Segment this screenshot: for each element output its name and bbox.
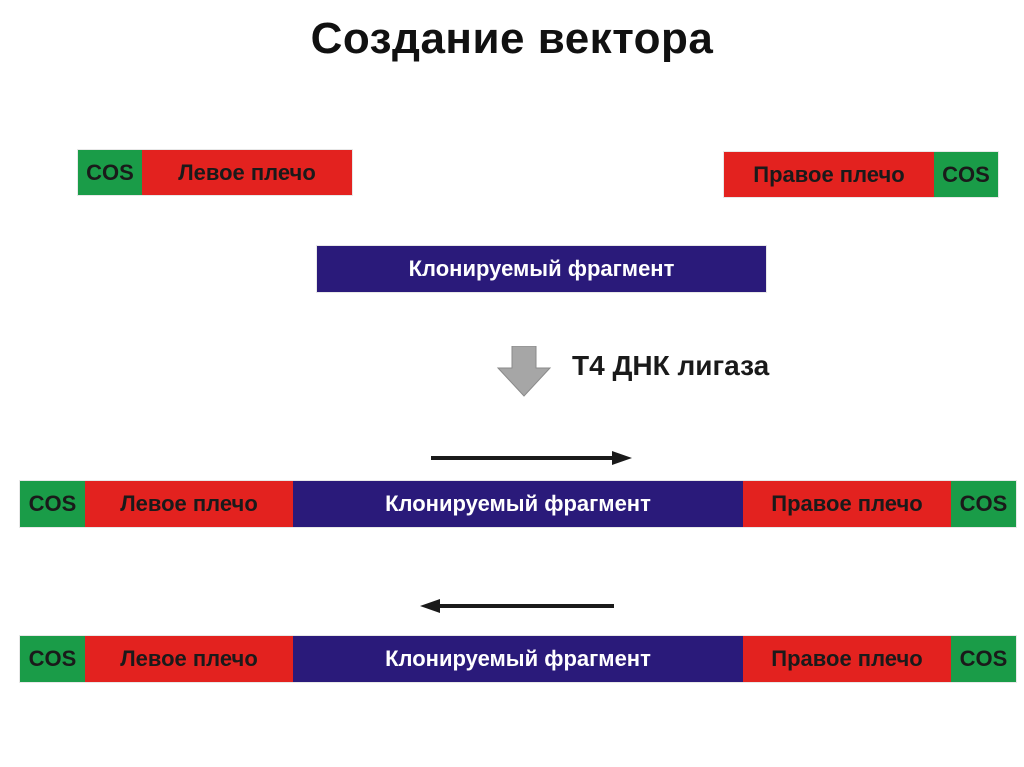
right-arm: Правое плечо bbox=[743, 481, 951, 527]
ligase-label: Т4 ДНК лигаза bbox=[572, 350, 770, 381]
cloned-fragment-block: Клонируемый фрагмент bbox=[317, 246, 766, 292]
left-arrow-icon bbox=[420, 599, 614, 613]
cos-site: COS bbox=[78, 150, 142, 195]
assembled-vector-forward: COS Левое плечо Клонируемый фрагмент Пра… bbox=[20, 481, 1016, 527]
cloned-fragment: Клонируемый фрагмент bbox=[293, 481, 743, 527]
cos-site: COS bbox=[951, 636, 1016, 682]
cos-site: COS bbox=[934, 152, 998, 197]
right-arm: Правое плечо bbox=[724, 152, 934, 197]
right-arm: Правое плечо bbox=[743, 636, 951, 682]
left-arm: Левое плечо bbox=[85, 636, 293, 682]
assembled-vector-reverse: COS Левое плечо Клонируемый фрагмент Пра… bbox=[20, 636, 1016, 682]
cos-site: COS bbox=[951, 481, 1016, 527]
right-arrow-icon bbox=[431, 451, 632, 465]
left-arm: Левое плечо bbox=[85, 481, 293, 527]
cloned-fragment: Клонируемый фрагмент bbox=[293, 636, 743, 682]
cloned-fragment: Клонируемый фрагмент bbox=[317, 246, 766, 292]
cos-site: COS bbox=[20, 481, 85, 527]
down-arrow-icon bbox=[496, 346, 552, 397]
cos-site: COS bbox=[20, 636, 85, 682]
left-arm-block: COS Левое плечо bbox=[78, 150, 352, 195]
slide-title: Создание вектора bbox=[310, 14, 714, 63]
right-arm-block: Правое плечо COS bbox=[724, 152, 998, 197]
left-arm: Левое плечо bbox=[142, 150, 352, 195]
